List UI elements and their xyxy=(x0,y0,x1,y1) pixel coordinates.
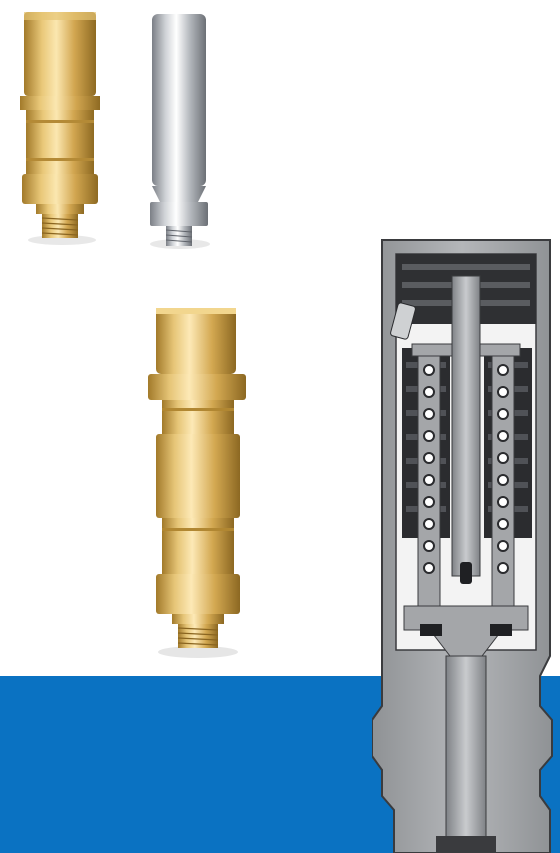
valve-cross-section xyxy=(372,236,560,853)
brass-relief-valve-small xyxy=(14,8,106,248)
brass-relief-valve-large xyxy=(146,302,250,664)
steel-relief-valve xyxy=(138,12,218,252)
